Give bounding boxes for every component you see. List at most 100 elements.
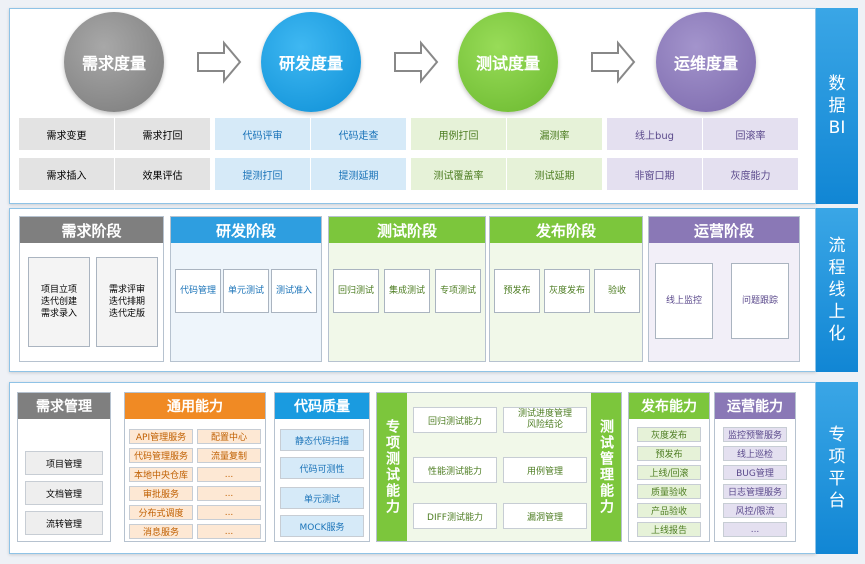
platform-item: ... — [197, 505, 261, 520]
platform-item: 用例管理 — [503, 457, 587, 483]
metric-cell: 灰度能力 — [703, 158, 799, 190]
arrow-right-icon — [197, 40, 242, 84]
stage-box: 问题跟踪 — [731, 263, 789, 339]
metric-cell: 提测延期 — [311, 158, 407, 190]
platform-item: 消息服务 — [129, 524, 193, 539]
stage-box: 集成测试 — [384, 269, 430, 313]
test-mgmt-title: 测试管理能力 — [591, 393, 621, 541]
platform-item: 上线报告 — [637, 522, 701, 537]
stage-title: 需求阶段 — [20, 217, 163, 243]
col-requirement-management: 需求管理 项目管理 文档管理 流转管理 — [17, 392, 111, 542]
metric-cell: 漏测率 — [507, 118, 603, 150]
stage-box: 项目立项 迭代创建 需求录入 — [28, 257, 90, 347]
special-test-title: 专项测试能力 — [377, 393, 407, 541]
stage-title: 研发阶段 — [171, 217, 321, 243]
platform-item: 分布式调度 — [129, 505, 193, 520]
platform-item: 质量验收 — [637, 484, 701, 499]
arrow-right-icon — [591, 40, 636, 84]
stage-requirement: 需求阶段 项目立项 迭代创建 需求录入 需求评审 迭代排期 迭代定版 — [19, 216, 164, 362]
stage-box: 回归测试 — [333, 269, 379, 313]
platform-item: 风控/限流 — [723, 503, 787, 518]
metrics-row-2: 需求插入 效果评估 提测打回 提测延期 测试覆盖率 测试延期 非窗口期 灰度能力 — [19, 158, 799, 190]
col-release-capabilities: 发布能力 灰度发布 预发布 上线/回滚 质量验收 产品验收 上线报告 — [628, 392, 710, 542]
platform-item: 漏洞管理 — [503, 503, 587, 529]
platform-item: 预发布 — [637, 446, 701, 461]
platform-item: 日志管理服务 — [723, 484, 787, 499]
platform-item: 流量复制 — [197, 448, 261, 463]
platform-item: 配置中心 — [197, 429, 261, 444]
platform-tag: 专 项 平 台 — [816, 382, 858, 554]
col-title: 代码质量 — [275, 393, 369, 419]
platform-item: 审批服务 — [129, 486, 193, 501]
col-title: 通用能力 — [125, 393, 265, 419]
platform-item: ... — [723, 522, 787, 537]
metric-cell: 效果评估 — [115, 158, 211, 190]
col-title: 需求管理 — [18, 393, 110, 419]
platform-item: ... — [197, 486, 261, 501]
stage-box: 灰度发布 — [544, 269, 590, 313]
stage-box: 专项测试 — [435, 269, 481, 313]
metric-cell: 需求变更 — [19, 118, 115, 150]
metrics-row-1: 需求变更 需求打回 代码评审 代码走查 用例打回 漏测率 线上bug 回滚率 — [19, 118, 799, 150]
metric-cell: 需求插入 — [19, 158, 115, 190]
metric-cell: 代码评审 — [215, 118, 311, 150]
platform-item: ... — [197, 524, 261, 539]
metric-cell: 非窗口期 — [607, 158, 703, 190]
stage-title: 测试阶段 — [329, 217, 485, 243]
metric-cell: 代码走查 — [311, 118, 407, 150]
platform-item: 单元测试 — [280, 487, 364, 509]
col-ops-capabilities: 运营能力 监控预警服务 线上巡检 BUG管理 日志管理服务 风控/限流 ... — [714, 392, 796, 542]
platform-item: 流转管理 — [25, 511, 103, 535]
platform-item: 测试进度管理 风险结论 — [503, 407, 587, 433]
platform-item: 项目管理 — [25, 451, 103, 475]
dev-metrics-circle: 研发度量 — [261, 12, 361, 112]
platform-item: 线上巡检 — [723, 446, 787, 461]
platform-item: 性能测试能力 — [413, 457, 497, 483]
metric-cell: 回滚率 — [703, 118, 799, 150]
stage-release: 发布阶段 预发布 灰度发布 验收 — [489, 216, 643, 362]
stage-box: 需求评审 迭代排期 迭代定版 — [96, 257, 158, 347]
platform-item: DIFF测试能力 — [413, 503, 497, 529]
platform-item: MOCK服务 — [280, 515, 364, 537]
col-code-quality: 代码质量 静态代码扫描 代码可测性 单元测试 MOCK服务 — [274, 392, 370, 542]
stage-title: 运营阶段 — [649, 217, 799, 243]
col-title: 发布能力 — [629, 393, 709, 419]
platform-item: API管理服务 — [129, 429, 193, 444]
platform-item: BUG管理 — [723, 465, 787, 480]
platform-item: 上线/回滚 — [637, 465, 701, 480]
metric-cell: 用例打回 — [411, 118, 507, 150]
platform-item: 回归测试能力 — [413, 407, 497, 433]
stage-box: 线上监控 — [655, 263, 713, 339]
platform-item: 代码可测性 — [280, 457, 364, 479]
stage-testing: 测试阶段 回归测试 集成测试 专项测试 — [328, 216, 486, 362]
platform-item: 产品验收 — [637, 503, 701, 518]
metric-cell: 线上bug — [607, 118, 703, 150]
platform-item: 文档管理 — [25, 481, 103, 505]
col-title: 运营能力 — [715, 393, 795, 419]
process-online-tag: 流 程 线 上 化 — [816, 208, 858, 372]
platform-item: 代码管理服务 — [129, 448, 193, 463]
stage-box: 验收 — [594, 269, 640, 313]
platform-item: 本地中央仓库 — [129, 467, 193, 482]
stage-box: 单元测试 — [223, 269, 269, 313]
platform-item: 监控预警服务 — [723, 427, 787, 442]
stage-development: 研发阶段 代码管理 单元测试 测试准入 — [170, 216, 322, 362]
data-bi-tag: 数 据 BI — [816, 8, 858, 204]
requirement-metrics-circle: 需求度量 — [64, 12, 164, 112]
metric-cell: 测试覆盖率 — [411, 158, 507, 190]
platform-item: ... — [197, 467, 261, 482]
stage-box: 代码管理 — [175, 269, 221, 313]
platform-item: 静态代码扫描 — [280, 429, 364, 451]
stage-title: 发布阶段 — [490, 217, 642, 243]
stage-box: 测试准入 — [271, 269, 317, 313]
arrow-right-icon — [394, 40, 439, 84]
col-common-capabilities: 通用能力 API管理服务 代码管理服务 本地中央仓库 审批服务 分布式调度 消息… — [124, 392, 266, 542]
stage-operations: 运营阶段 线上监控 问题跟踪 — [648, 216, 800, 362]
platform-item: 灰度发布 — [637, 427, 701, 442]
ops-metrics-circle: 运维度量 — [656, 12, 756, 112]
metric-cell: 提测打回 — [215, 158, 311, 190]
metric-cell: 测试延期 — [507, 158, 603, 190]
test-metrics-circle: 测试度量 — [458, 12, 558, 112]
col-testing-capabilities: 专项测试能力 测试管理能力 回归测试能力 性能测试能力 DIFF测试能力 测试进… — [376, 392, 622, 542]
stage-box: 预发布 — [494, 269, 540, 313]
